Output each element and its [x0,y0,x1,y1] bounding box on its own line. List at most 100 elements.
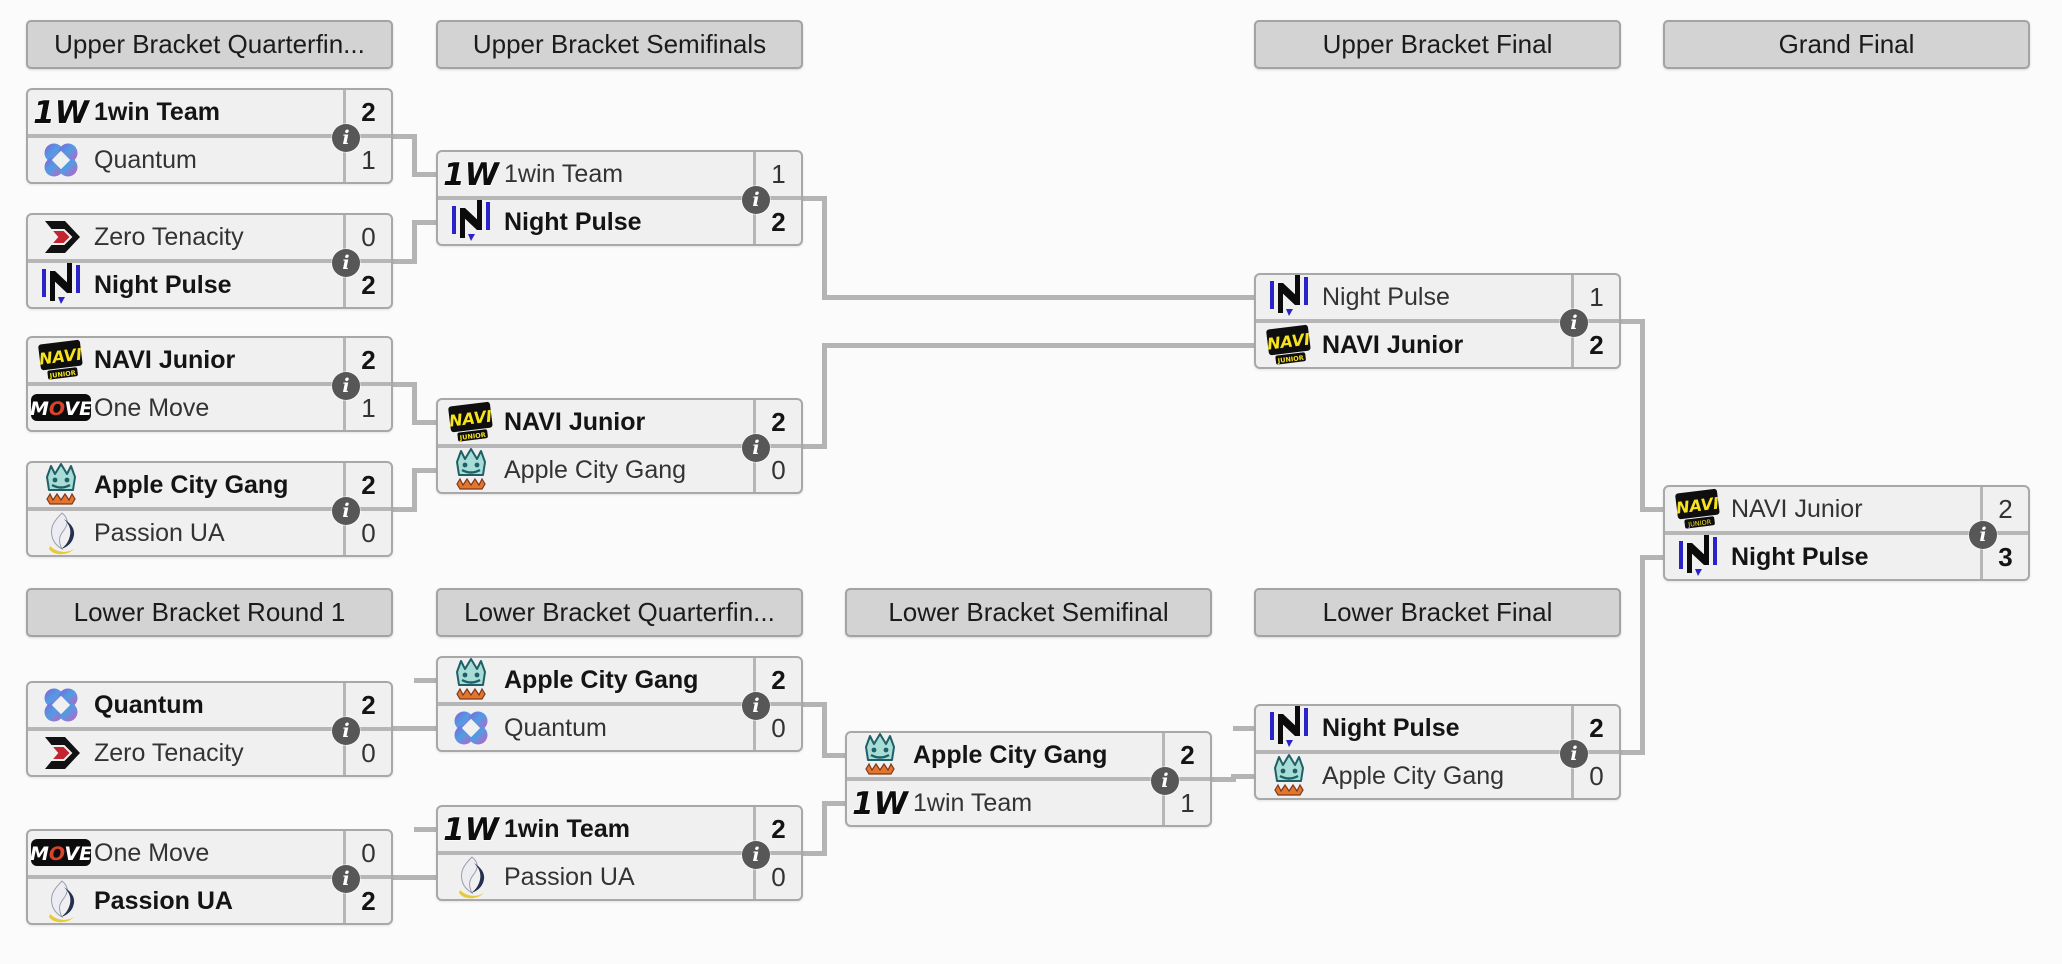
info-icon[interactable]: i [332,717,360,745]
team-row-1win-team[interactable]: 1W 1win Team 1 [438,152,801,196]
bracket-line [824,801,846,806]
team-name: One Move [94,393,210,422]
team-name: Night Pulse [1731,542,1869,571]
team-score: 0 [343,511,391,555]
team-row-zero-tenacity[interactable]: Zero Tenacity 0 [28,215,391,259]
match-ub-semifinal-1: 1W 1win Team 1 Night Pulse 2 i [436,150,803,246]
team-score: 2 [343,263,391,307]
round-header-lower-bracket-round-1: Lower Bracket Round 1 [26,588,393,637]
team-score: 1 [1571,275,1619,319]
bracket-line [803,444,825,449]
row-divider [28,259,391,263]
team-row-zero-tenacity[interactable]: Zero Tenacity 0 [28,731,391,775]
night-pulse-logo [438,200,504,244]
team-row-quantum[interactable]: Quantum 0 [438,706,801,750]
team-row-one-move[interactable]: MOVE One Move 0 [28,831,391,875]
round-header-upper-bracket-final: Upper Bracket Final [1254,20,1621,69]
team-name: NAVI Junior [504,407,646,436]
team-name: Quantum [94,690,204,719]
bracket-line [412,134,417,177]
team-score: 2 [753,400,801,444]
team-row-quantum[interactable]: Quantum 2 [28,683,391,727]
info-icon[interactable]: i [332,497,360,525]
team-row-passion-ua[interactable]: Passion UA 0 [438,855,801,899]
team-row-apple-city-gang[interactable]: Apple City Gang 2 [847,733,1210,777]
bracket-line [1642,507,1664,512]
info-icon[interactable]: i [332,865,360,893]
row-divider [1256,319,1619,323]
passion-ua-logo [28,878,94,924]
svg-text:JUNIOR: JUNIOR [48,369,76,380]
team-row-1win-team[interactable]: 1W 1win Team 1 [847,781,1210,825]
bracket-line [414,678,437,683]
team-name: Apple City Gang [504,455,687,484]
info-icon[interactable]: i [742,841,770,869]
team-row-night-pulse[interactable]: Night Pulse 2 [438,200,801,244]
info-icon[interactable]: i [332,124,360,152]
bracket-line [1642,555,1664,560]
bracket-line [1640,319,1645,512]
team-name: NAVI Junior [1731,494,1863,523]
bracket-line [822,801,827,856]
bracket-line [414,468,437,473]
row-divider [1665,531,2028,535]
team-row-apple-city-gang[interactable]: Apple City Gang 2 [438,658,801,702]
team-row-1win-team[interactable]: 1W 1win Team 2 [438,807,801,851]
team-row-passion-ua[interactable]: Passion UA 2 [28,879,391,923]
bracket-line [803,196,825,201]
info-icon[interactable]: i [742,434,770,462]
info-icon[interactable]: i [742,692,770,720]
team-row-apple-city-gang[interactable]: Apple City Gang 0 [438,448,801,492]
quantum-logo [438,707,504,749]
apple-city-gang-logo [28,462,94,508]
info-icon[interactable]: i [332,249,360,277]
row-divider [28,507,391,511]
info-icon[interactable]: i [1969,521,1997,549]
team-row-night-pulse[interactable]: Night Pulse 3 [1665,535,2028,579]
team-name: Passion UA [94,518,225,547]
info-icon[interactable]: i [1560,740,1588,768]
team-score: 0 [753,448,801,492]
row-divider [28,134,391,138]
one-move-logo: MOVE [28,391,94,425]
bracket-line [414,827,437,832]
team-row-one-move[interactable]: MOVE One Move 1 [28,386,391,430]
team-score: 2 [343,683,391,727]
row-divider [438,851,801,855]
info-icon[interactable]: i [742,186,770,214]
team-row-quantum[interactable]: Quantum 1 [28,138,391,182]
info-icon[interactable]: i [1560,309,1588,337]
team-row-night-pulse[interactable]: Night Pulse 1 [1256,275,1619,319]
bracket-line [822,196,827,300]
match-lb-final: Night Pulse 2 Apple City Gang 0 i [1254,704,1621,800]
info-icon[interactable]: i [332,372,360,400]
info-icon[interactable]: i [1151,767,1179,795]
team-row-apple-city-gang[interactable]: Apple City Gang 2 [28,463,391,507]
team-row-night-pulse[interactable]: Night Pulse 2 [28,263,391,307]
bracket-line [414,220,437,225]
team-row-passion-ua[interactable]: Passion UA 0 [28,511,391,555]
bracket-line [1621,750,1643,755]
svg-text:MOVE: MOVE [30,398,92,420]
bracket-line [803,702,825,707]
bracket-line [393,259,415,264]
bracket-line [393,875,437,880]
1win-team-logo: 1W [28,92,94,132]
bracket-line [414,420,437,425]
bracket-line [412,382,417,425]
team-row-1win-team[interactable]: 1W 1win Team 2 [28,90,391,134]
team-row-night-pulse[interactable]: Night Pulse 2 [1256,706,1619,750]
team-row-apple-city-gang[interactable]: Apple City Gang 0 [1256,754,1619,798]
row-divider [28,875,391,879]
team-name: Zero Tenacity [94,222,244,251]
team-score: 0 [343,731,391,775]
team-score: 2 [1162,733,1210,777]
